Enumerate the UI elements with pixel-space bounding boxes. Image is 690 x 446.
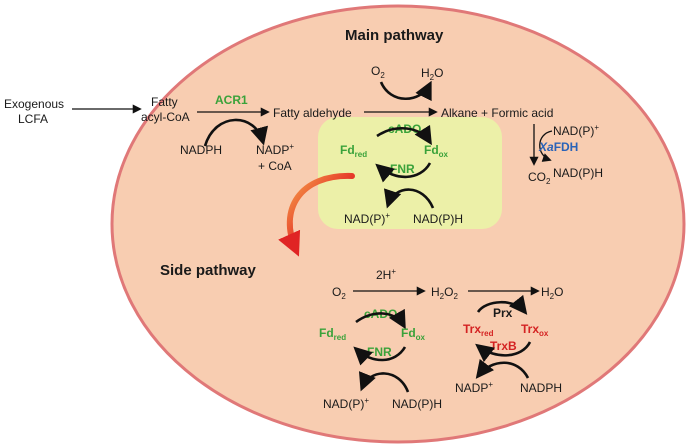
o2-label: O2 xyxy=(371,64,385,80)
fnr-enzyme: FNR xyxy=(390,162,415,176)
fdh-cofactor-arrow xyxy=(539,130,553,162)
side-nadp-text: NADP xyxy=(455,381,488,395)
side-fd-ox-text: Fd xyxy=(401,326,416,340)
side-cado-cycle-arrow xyxy=(355,308,406,330)
two-h-label: 2H+ xyxy=(376,267,396,282)
h2o-h: H xyxy=(421,66,430,80)
xafdh-enzyme: XaFDH xyxy=(538,140,578,154)
h2o2-sub1: 2 xyxy=(440,292,445,301)
coa-label: + CoA xyxy=(258,159,292,173)
side-fd-ox-label: Fdox xyxy=(401,326,426,342)
side-pathway-arrow xyxy=(278,172,355,257)
nadph-label: NADPH xyxy=(180,143,222,157)
h2o2-sub2: 2 xyxy=(453,292,458,301)
side-fnr-cycle-arrow xyxy=(353,346,407,366)
fatty-label: Fatty xyxy=(151,95,178,109)
fd-red-label: Fdred xyxy=(340,143,367,159)
side-h2o-label: H2O xyxy=(541,285,563,301)
side-h2o-sub: 2 xyxy=(550,292,555,301)
fatty-aldehyde-label: Fatty aldehyde xyxy=(273,106,352,120)
o2-sub: 2 xyxy=(380,71,385,80)
oxygen-arrow xyxy=(379,80,432,102)
trxb-cofactor-arrow xyxy=(475,358,530,379)
fd-red-text: Fd xyxy=(340,143,355,157)
side-fd-red-label: Fdred xyxy=(319,326,346,342)
fd-ox-text: Fd xyxy=(424,143,439,157)
two-h-text: 2H xyxy=(376,268,391,282)
side-h2o-o: O xyxy=(554,285,563,299)
two-h-plus: + xyxy=(391,267,396,276)
fdh-nadph-label: NAD(P)H xyxy=(553,166,603,180)
fdh-text: FDH xyxy=(554,140,579,154)
side-fd-red-text: Fd xyxy=(319,326,334,340)
trx-red-text: Trx xyxy=(463,322,481,336)
side-o2-o: O xyxy=(332,285,341,299)
fdh-nadp-text: NAD(P) xyxy=(553,124,594,138)
xa-text: Xa xyxy=(538,140,554,154)
nadph-in-label: NAD(P)H xyxy=(413,212,463,226)
acr1-cofactor-arrow xyxy=(203,118,269,147)
o2-o: O xyxy=(371,64,380,78)
side-o2-sub: 2 xyxy=(341,292,346,301)
side-fd-ox-sub: ox xyxy=(416,333,426,342)
side-fnr-enzyme: FNR xyxy=(367,345,392,359)
trx-ox-text: Trx xyxy=(521,322,539,336)
fdh-nadp-label: NAD(P)+ xyxy=(553,123,599,138)
nadp-out-plus: + xyxy=(385,211,390,220)
trx-red-sub: red xyxy=(481,329,494,338)
h2o-o: O xyxy=(434,66,443,80)
h2o-sub: 2 xyxy=(430,73,435,82)
trx-ox-sub: ox xyxy=(539,329,549,338)
nadp-label: NADP+ xyxy=(256,142,294,157)
co2-c: CO xyxy=(528,170,546,184)
alkane-label: Alkane + Formic acid xyxy=(441,106,553,120)
acr1-enzyme: ACR1 xyxy=(215,93,248,107)
nadp-text: NADP xyxy=(256,143,289,157)
trxb-cycle-arrow xyxy=(475,341,532,363)
fd-red-sub: red xyxy=(355,150,368,159)
exogenous-label: Exogenous xyxy=(4,97,64,111)
prx-arrow xyxy=(476,294,528,315)
nadph-cofactor-arrow xyxy=(383,188,435,209)
co2-label: CO2 xyxy=(528,170,551,186)
trx-red-label: Trxred xyxy=(463,322,494,338)
fd-ox-sub: ox xyxy=(439,150,449,159)
nadp-out-label: NAD(P)+ xyxy=(344,211,390,226)
side-nadph-label: NADPH xyxy=(520,381,562,395)
trxb-enzyme: TrxB xyxy=(490,339,517,353)
prx-enzyme: Prx xyxy=(493,306,513,320)
enzyme-complex-box xyxy=(318,117,502,229)
side-pathway-header: Side pathway xyxy=(160,262,257,279)
co2-sub: 2 xyxy=(546,177,551,186)
side-nadp-out-text: NAD(P) xyxy=(323,397,364,411)
h2o-label: H2O xyxy=(421,66,443,82)
side-nadp-out-label: NAD(P)+ xyxy=(323,396,369,411)
h2o2-label: H2O2 xyxy=(431,285,458,301)
fdh-nadp-plus: + xyxy=(594,123,599,132)
cado-cycle-arrow xyxy=(376,124,432,146)
acyl-coa-label: acyl-CoA xyxy=(141,110,190,124)
side-fd-red-sub: red xyxy=(334,333,347,342)
h2o2-o: O xyxy=(444,285,453,299)
side-nadph-cofactor-arrow xyxy=(358,371,410,393)
side-nadph-in-label: NAD(P)H xyxy=(392,397,442,411)
main-pathway-header: Main pathway xyxy=(345,27,444,44)
nadp-plus: + xyxy=(289,142,294,151)
fnr-cycle-arrow xyxy=(375,162,432,183)
side-h2o-h: H xyxy=(541,285,550,299)
side-nadp-out-plus: + xyxy=(364,396,369,405)
trx-ox-label: Trxox xyxy=(521,322,549,338)
side-o2-label: O2 xyxy=(332,285,346,301)
h2o2-h: H xyxy=(431,285,440,299)
fd-ox-label: Fdox xyxy=(424,143,449,159)
side-nadp-label: NADP+ xyxy=(455,380,493,395)
lcfa-label: LCFA xyxy=(18,112,48,126)
nadp-out-text: NAD(P) xyxy=(344,212,385,226)
side-nadp-plus: + xyxy=(488,380,493,389)
